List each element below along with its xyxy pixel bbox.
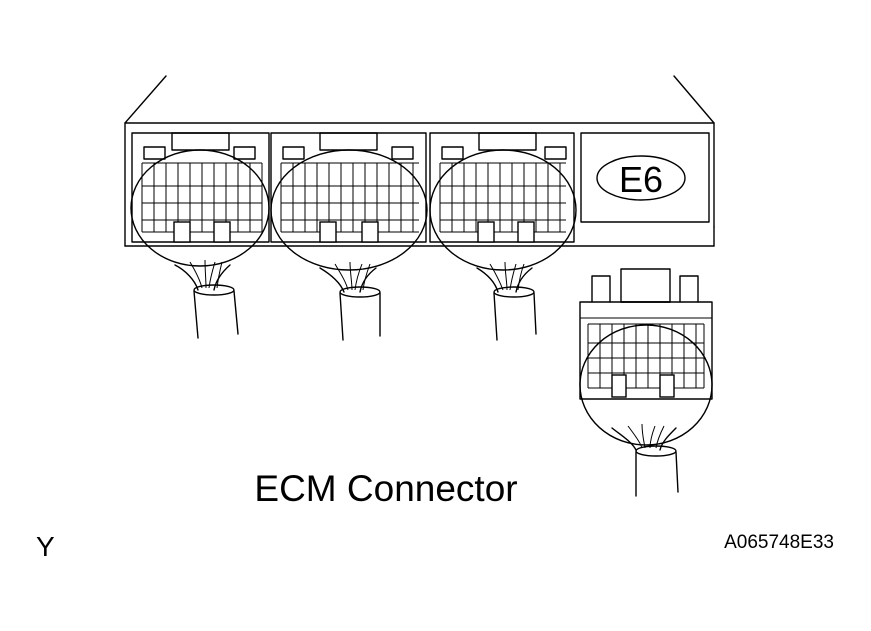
- figure-code: A065748E33: [724, 532, 834, 553]
- pin-grid: [587, 323, 705, 398]
- connector-label-box: E6: [580, 132, 710, 223]
- pin-grid: [141, 162, 263, 243]
- wire-harness-2: [319, 261, 381, 341]
- corner-mark: Y: [36, 531, 55, 562]
- pin-grid: [439, 162, 566, 243]
- wire-harness-1: [174, 259, 239, 339]
- ecm-connector-3: [429, 132, 577, 271]
- harness-connector-wires: [611, 423, 679, 497]
- diagram-caption: ECM Connector: [254, 468, 517, 509]
- wire-harness-3: [476, 261, 537, 341]
- ecm-housing: [124, 75, 715, 247]
- harness-connector: [579, 268, 713, 446]
- connector-label: E6: [619, 159, 663, 200]
- ecm-connector-2: [270, 132, 428, 271]
- pin-grid: [280, 162, 419, 243]
- ecm-connector-1: [130, 132, 270, 267]
